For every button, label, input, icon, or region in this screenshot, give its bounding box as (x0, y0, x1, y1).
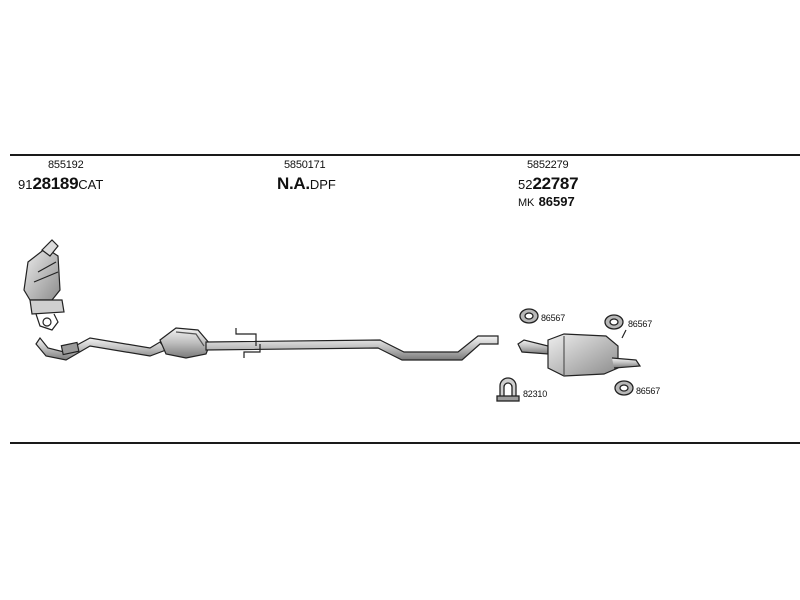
pipe-clamp-icon (496, 377, 520, 402)
group3-kit-line: MK 86597 (518, 194, 575, 210)
catalytic-converter-manifold (23, 239, 65, 331)
part-label-hanger-1: 86567 (541, 313, 566, 323)
group3-kit-prefix: MK (518, 197, 535, 209)
group3-ref: 5852279 (527, 159, 569, 171)
intermediate-pipe (205, 335, 499, 361)
group1-prefix: 91 (18, 177, 33, 192)
bottom-divider (10, 442, 800, 444)
group2-code-line: N.A.DPF (277, 175, 336, 193)
group2-suffix: DPF (309, 177, 336, 192)
group3-prefix: 52 (518, 177, 533, 192)
group1-code-line: 9128189CAT (18, 175, 103, 193)
group3-code-line: 5222787 (518, 174, 579, 193)
group2-ref: 5850171 (284, 159, 326, 171)
group3-code: 22787 (532, 174, 579, 193)
part-label-clamp: 82310 (523, 389, 548, 399)
part-label-hanger-3: 86567 (636, 386, 661, 396)
rear-silencer (517, 329, 642, 377)
center-dpf-silencer (159, 327, 211, 359)
group1-ref: 855192 (48, 159, 84, 171)
rubber-hanger-3-icon (614, 380, 634, 396)
rubber-hanger-2-icon (604, 314, 624, 330)
group3-kit-code: 86597 (538, 194, 575, 209)
group2-code: N.A. (277, 174, 310, 193)
pipe-hanger-brackets (235, 328, 261, 358)
top-divider (10, 154, 800, 156)
group1-suffix: CAT (78, 177, 104, 192)
front-pipe (35, 336, 167, 361)
part-label-hanger-2: 86567 (628, 319, 653, 329)
rubber-hanger-1-icon (519, 308, 539, 324)
group1-code: 28189 (32, 174, 79, 193)
